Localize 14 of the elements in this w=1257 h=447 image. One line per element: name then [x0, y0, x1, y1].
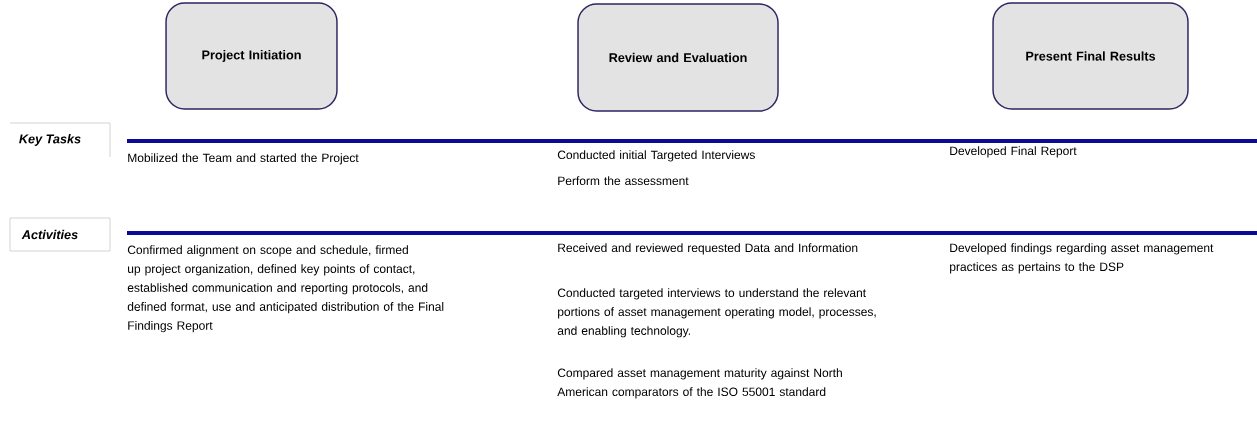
phase-box: Present Final Results — [992, 2, 1189, 110]
task-text: Developed Final Report — [950, 146, 1077, 158]
task-text: Perform the assessment — [558, 176, 689, 186]
phase-box: Project Initiation — [165, 2, 338, 110]
phase-box: Review and Evaluation — [577, 3, 779, 112]
row-label: Activities — [9, 217, 111, 252]
row-label: Key Tasks — [9, 122, 111, 158]
task-text: Confirmed alignment on scope and schedule, firmed up project organization, defined key points of contact, established communication and reporting protocols, and defined format, use and anticipated distribution of the Final Findings Report — [127, 245, 444, 333]
task-text: Mobilized the Team and started the Project — [128, 153, 359, 165]
task-text: Received and reviewed requested Data and Information — [558, 243, 858, 255]
task-text: Developed findings regarding asset management practices as pertains to the DSP — [950, 243, 1214, 274]
task-text: Conducted initial Targeted Interviews — [557, 150, 755, 162]
task-text: Conducted targeted interviews to understand the relevant portions of asset management operating model, processes, and enabling technology. — [557, 288, 876, 338]
task-text: Compared asset management maturity against North American comparators of the ISO 55001 standard — [557, 368, 842, 399]
